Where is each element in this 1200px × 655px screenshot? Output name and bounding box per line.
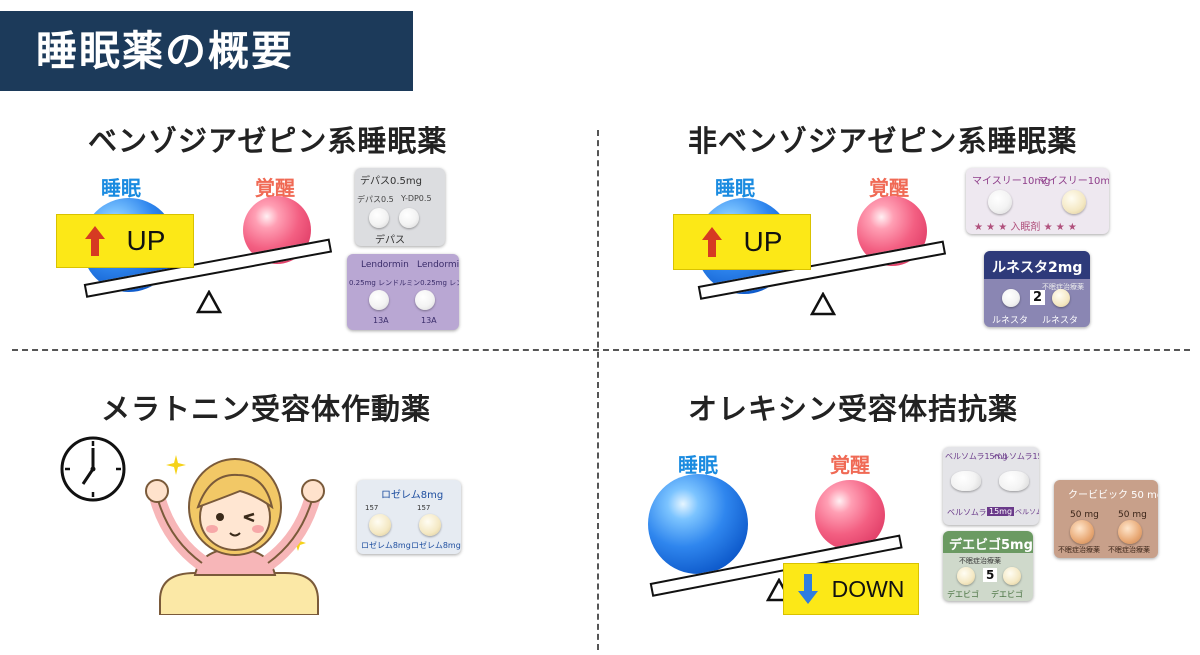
pack-label: ルネスタ [1042,316,1079,326]
sleep-label: 睡眠 [678,453,718,477]
tablet [957,567,975,585]
pack-header [984,251,1090,279]
pack-label: 157 [417,504,431,512]
pack-label: ★ ★ ★ 入眠剤 ★ ★ ★ [974,222,1077,233]
pack-label: 不眠症治療薬 [1058,546,1100,554]
pack-label: 15mg [987,507,1015,516]
wake-label: 覚醒 [830,453,870,477]
medicine-pack-myslee: マイスリー10mg マイスリー10mg ★ ★ ★ 入眠剤 ★ ★ ★ [966,168,1109,234]
tablet [419,514,441,536]
pack-label: ルネスタ2mg [992,260,1083,276]
medicine-pack-depas: デパス0.5mg デパス0.5 Y-DP0.5 デパス [355,168,445,246]
pack-label: 不眠症治療薬 [959,557,1001,565]
pack-label: ベルソムラ15mg [993,452,1039,461]
up-badge: UP [673,214,811,270]
tablet [1118,520,1142,544]
quadrant-title: 非ベンゾジアゼピン系睡眠薬 [688,124,1078,158]
medicine-pack-lendormin: Lendormin Lendormin 0.25mg レンドルミン0.25mg … [347,254,459,330]
tablet [1070,520,1094,544]
quadrant-title: ベンゾジアゼピン系睡眠薬 [88,124,448,158]
badge-text: DOWN [831,575,905,602]
seesaw-fulcrum [196,290,222,314]
pack-label: 50 mg [1118,510,1147,520]
medicine-pack-belsomra: ベルソムラ15mg ベルソムラ15mg ベルソムラ 15mg ベルソムラ [943,447,1039,525]
pack-label: ロゼレム8mg [381,490,444,501]
seesaw-fulcrum [810,292,836,316]
pack-label: 0.25mg レンドルミン0.25mg レンドルミン [349,279,459,287]
tablet [415,290,435,310]
sleep-label: 睡眠 [715,176,755,200]
pack-label: 13A [373,316,389,325]
medicine-pack-quviviq: クービビック 50 mg 50 mg 50 mg 不眠症治療薬 不眠症治療薬 [1054,480,1158,558]
down-badge: DOWN [783,563,919,615]
vertical-divider [597,130,599,650]
tablet [1062,190,1086,214]
pack-label: マイスリー10mg [972,176,1051,187]
quadrant-title: メラトニン受容体作動薬 [101,392,432,426]
tablet [369,514,391,536]
up-badge: UP [56,214,194,268]
wake-ball [815,480,885,550]
pack-label: ベルソムラ [1015,508,1039,516]
tablet [951,471,981,491]
pack-label: マイスリー10mg [1038,176,1109,187]
tablet [988,190,1012,214]
badge-text: UP [126,225,166,256]
quadrant-title: オレキシン受容体拮抗薬 [688,392,1019,426]
clock-icon [60,436,126,502]
medicine-pack-dayvigo: デエビゴ5mg 不眠症治療薬 5 デエビゴ デエビゴ [943,531,1033,601]
pack-label: 不眠症治療薬 [1108,546,1150,554]
pack-header [943,531,1033,553]
pack-label: 2 [1030,290,1046,305]
sparkle-icon [166,455,186,475]
pack-label: デパス0.5mg [360,176,422,187]
tablet [1003,567,1021,585]
pack-label: クービビック 50 mg [1068,490,1158,501]
horizontal-divider [12,349,1190,351]
medicine-pack-rozerem: ロゼレム8mg 157 157 ロゼレム8mg ロゼレム8mg [357,480,461,554]
pack-label: ロゼレム8mg [411,541,461,550]
medicine-pack-lunesta: ルネスタ2mg 不眠症治療薬 2 ルネスタ ルネスタ [984,251,1090,327]
pack-label: デパス0.5 [357,195,394,204]
pack-label: 50 mg [1070,510,1099,520]
pack-label: 157 [365,504,379,512]
tablet [1002,289,1020,307]
pack-label: デエビゴ [947,590,979,599]
down-arrow-icon [797,574,818,604]
up-arrow-icon [701,227,722,257]
pack-label: 不眠症治療薬 [1042,283,1084,291]
pack-label: Lendormin [417,260,459,270]
pack-label: デエビゴ5mg [949,538,1033,553]
pack-label: Y-DP0.5 [401,194,432,203]
pack-label: Lendormin [361,260,409,270]
waking-woman-illustration [145,458,325,615]
page-title: 睡眠薬の概要 [0,11,413,91]
sleep-label: 睡眠 [101,176,141,200]
tablet [1052,289,1070,307]
pack-label: ベルソムラ [947,508,987,517]
badge-text: UP [743,226,783,257]
up-arrow-icon [84,226,105,256]
pack-label: 13A [421,316,437,325]
pack-label: ロゼレム8mg [361,541,411,550]
pack-label: デパス [375,235,405,246]
pack-label: 5 [983,568,998,582]
tablet [999,471,1029,491]
pack-label: デエビゴ [991,590,1023,599]
pack-label: ルネスタ [992,316,1029,326]
sleep-ball [648,474,748,574]
tablet [369,290,389,310]
tablet [369,208,389,228]
tablet [399,208,419,228]
pack-label: ベルソムラ15mg [945,452,1008,461]
